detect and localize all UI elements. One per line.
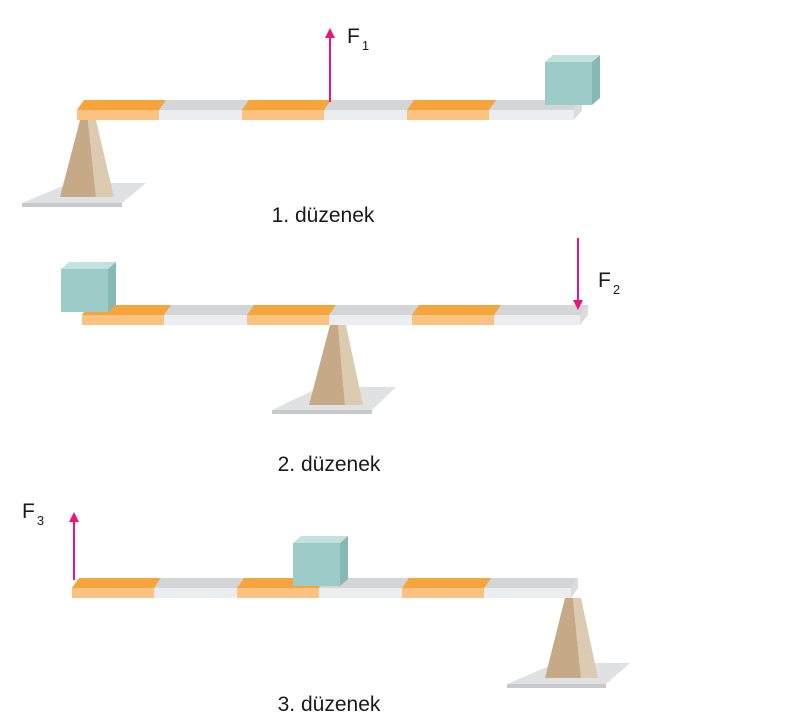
force-arrow-f1 — [325, 28, 335, 102]
beam-2 — [82, 305, 588, 325]
fulcrum-1 — [60, 120, 114, 197]
caption-setup-2: 2. düzenek — [278, 453, 381, 476]
caption-setup-3: 3. düzenek — [278, 693, 381, 716]
force-arrow-f2 — [573, 238, 583, 310]
block-1 — [545, 55, 600, 105]
force-arrow-f3 — [69, 512, 79, 580]
fulcrum-2 — [309, 325, 363, 405]
block-3 — [293, 536, 348, 586]
beam-1 — [77, 100, 582, 120]
caption-setup-1: 1. düzenek — [272, 204, 375, 227]
block-2 — [61, 262, 116, 312]
fulcrum-3 — [545, 598, 598, 678]
